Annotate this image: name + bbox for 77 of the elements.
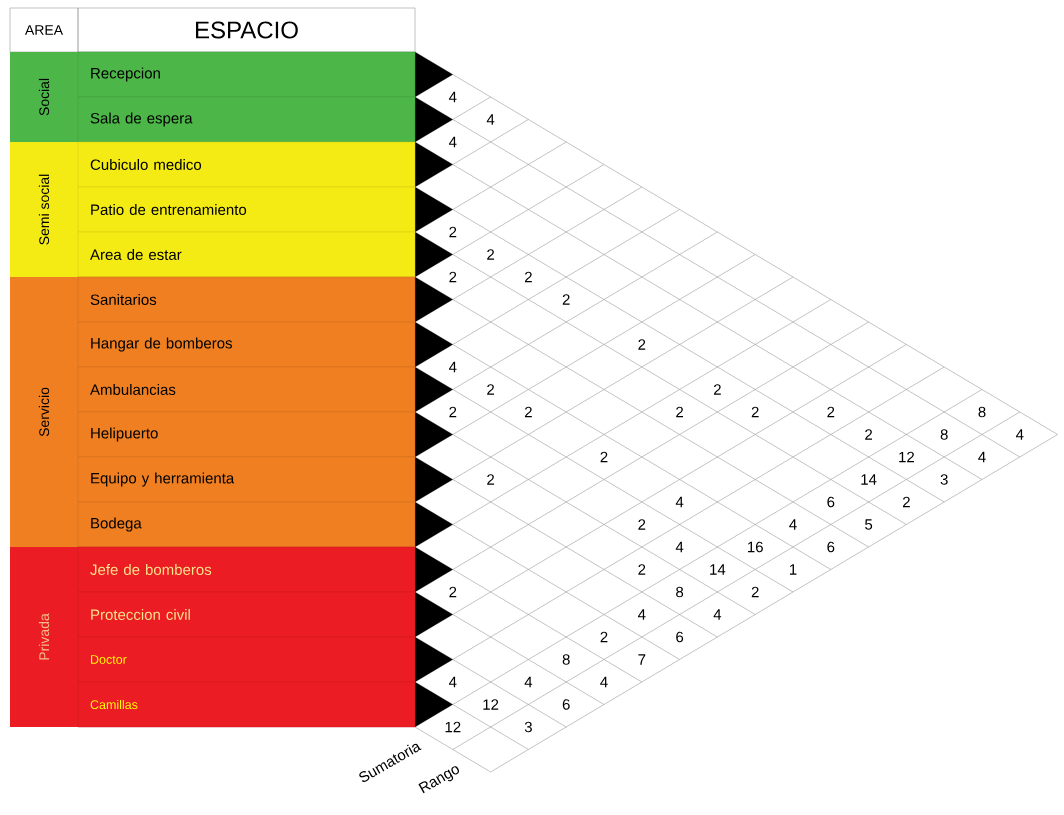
area-cell: Servicio <box>10 277 78 547</box>
matrix-value: 4 <box>675 541 684 553</box>
node-label: Social <box>38 78 50 116</box>
matrix-value: 6 <box>827 541 835 553</box>
matrix-value: 4 <box>1016 429 1024 440</box>
node-label: Servicio <box>38 387 50 437</box>
space-cell: Area de estar <box>77 231 416 278</box>
matrix-value: 4 <box>486 114 495 125</box>
matrix-value: 2 <box>487 474 495 485</box>
matrix-value: 2 <box>600 631 608 643</box>
matrix-value: 2 <box>903 496 910 508</box>
matrix-value: 8 <box>940 429 948 440</box>
matrix-value: 2 <box>638 564 646 575</box>
matrix-value: 4 <box>600 676 608 688</box>
matrix-value: 14 <box>710 564 726 575</box>
matrix-value: 4 <box>978 451 986 463</box>
space-cell: Hangar de bomberos <box>77 321 416 368</box>
matrix-value: 8 <box>978 406 986 418</box>
matrix-value: 4 <box>524 676 533 688</box>
matrix-value: 4 <box>638 609 646 620</box>
space-cell: Jefe de bomberos <box>77 546 416 593</box>
matrix-value: 2 <box>449 271 457 283</box>
matrix-value: 12 <box>483 699 499 710</box>
matrix-value: 4 <box>449 136 457 148</box>
matrix-value: 4 <box>713 609 722 620</box>
space-cell: Helipuerto <box>77 411 416 458</box>
matrix-value: 3 <box>524 721 532 733</box>
matrix-value: 4 <box>675 496 684 508</box>
matrix-value: 2 <box>487 384 495 395</box>
matrix-value: 8 <box>562 654 570 665</box>
space-cell: Sanitarios <box>77 276 416 323</box>
space-cell: Cubiculo medico <box>77 141 416 188</box>
matrix-value: 6 <box>562 699 570 710</box>
matrix-value: 16 <box>748 541 763 553</box>
matrix-value: 2 <box>525 271 532 283</box>
area-cell: Privada <box>10 547 78 727</box>
matrix-value: 3 <box>940 474 948 485</box>
matrix-value: 2 <box>449 226 457 238</box>
space-cell: Patio de entrenamiento <box>77 186 416 233</box>
matrix-value: 2 <box>865 429 873 440</box>
space-cell: Ambulancias <box>77 366 416 413</box>
matrix-value: 2 <box>600 451 608 463</box>
matrix-value: 2 <box>525 406 532 418</box>
matrix-value: 4 <box>449 361 457 373</box>
matrix-value: 4 <box>449 91 457 103</box>
matrix-value: 12 <box>899 451 914 463</box>
space-cell: Bodega <box>77 501 416 548</box>
matrix-value: 2 <box>638 519 646 530</box>
matrix-value: 12 <box>445 721 461 733</box>
matrix-value: 2 <box>562 294 570 305</box>
space-cell: Camillas <box>77 681 416 728</box>
node-label: Privada <box>38 613 50 660</box>
matrix-value: 2 <box>751 586 759 598</box>
area-cell: Semi social <box>10 142 78 277</box>
matrix-value: 6 <box>676 631 684 643</box>
matrix-value: 2 <box>449 406 457 418</box>
area-cell: Social <box>10 52 78 142</box>
matrix-value: 2 <box>449 586 457 598</box>
matrix-value: 2 <box>487 249 495 260</box>
matrix-value: 2 <box>714 384 721 395</box>
matrix-value: 4 <box>789 519 797 530</box>
space-cell: Proteccion civil <box>77 591 416 638</box>
matrix-value: 2 <box>676 406 684 418</box>
space-cell: Doctor <box>77 636 416 683</box>
matrix-value: 2 <box>638 339 646 350</box>
matrix-value: 5 <box>865 519 873 530</box>
matrix-value: 1 <box>789 564 797 575</box>
matrix-value: 8 <box>676 586 684 598</box>
matrix-value: 14 <box>861 474 877 485</box>
node-label: Semi social <box>38 174 50 245</box>
header-cell: AREA <box>9 7 79 53</box>
matrix-value: 2 <box>751 406 759 418</box>
matrix-value: 2 <box>827 406 835 418</box>
matrix-value: 4 <box>449 676 457 688</box>
matrix-value: 6 <box>827 496 835 508</box>
space-cell: Equipo y herramienta <box>77 456 416 503</box>
matrix-value: 7 <box>638 654 646 665</box>
